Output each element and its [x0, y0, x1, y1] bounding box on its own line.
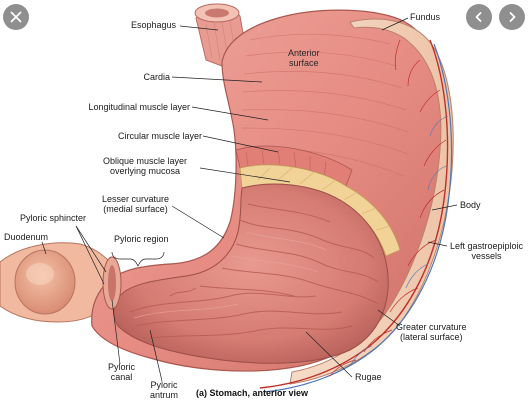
label-pyloric-canal: Pyloric canal	[108, 362, 136, 382]
close-icon	[10, 11, 22, 23]
label-duodenum: Duodenum	[4, 232, 49, 242]
label-longitudinal-muscle-layer: Longitudinal muscle layer	[88, 102, 190, 112]
label-circular-muscle-layer: Circular muscle layer	[117, 131, 202, 141]
label-pyloric-region: Pyloric region	[114, 234, 169, 244]
label-greater-curvature: Greater curvature (lateral surface)	[396, 322, 467, 342]
chevron-right-icon	[509, 12, 516, 22]
gastroepiploic-vessels-shape	[259, 39, 453, 393]
next-image-button[interactable]	[499, 4, 525, 30]
pyloric-sphincter-shape	[102, 256, 122, 310]
label-esophagus: Esophagus	[130, 20, 176, 30]
label-pyloric-antrum: Pyloric antrum	[150, 380, 179, 400]
label-oblique-muscle-layer: Oblique muscle layer overlying mucosa	[103, 156, 188, 176]
figure-caption: (a) Stomach, anterior view	[196, 388, 309, 398]
close-button[interactable]	[3, 4, 29, 30]
label-fundus: Fundus	[410, 12, 441, 22]
label-anterior-surface: Anterior surface	[288, 48, 320, 68]
label-pyloric-sphincter: Pyloric sphincter	[20, 213, 87, 223]
label-lesser-curvature: Lesser curvature (medial surface)	[102, 194, 170, 214]
mucosa-interior-shape	[113, 183, 389, 364]
chevron-left-icon	[475, 12, 482, 22]
label-body: Body	[460, 200, 481, 210]
label-cardia: Cardia	[143, 72, 170, 82]
label-leader-lines	[41, 17, 458, 382]
label-left-gastroepiploic-vessels: Left gastroepiploic vessels	[450, 241, 524, 261]
previous-image-button[interactable]	[466, 4, 492, 30]
label-rugae: Rugae	[355, 372, 382, 382]
